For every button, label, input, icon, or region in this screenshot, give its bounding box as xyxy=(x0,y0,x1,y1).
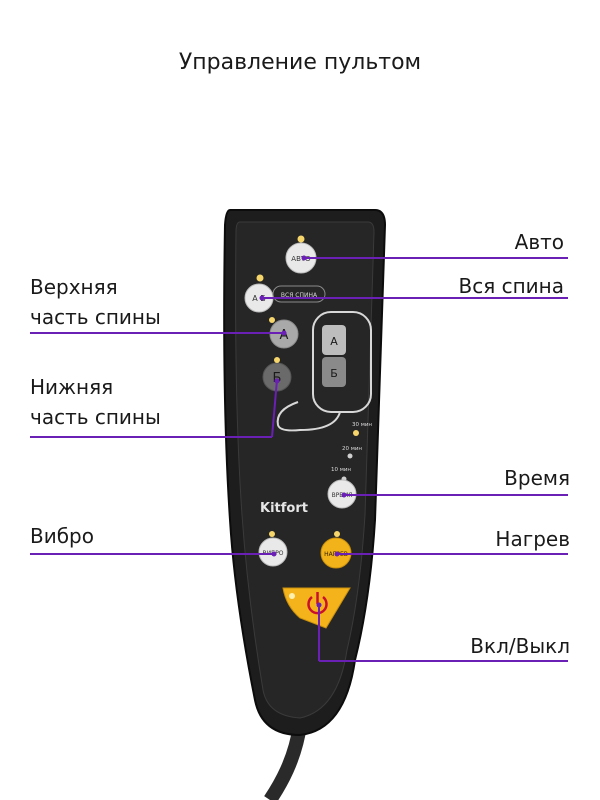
upper-back-button-text: А xyxy=(280,328,289,343)
callout-lower-back-line-2 xyxy=(271,379,278,438)
label-time: Время xyxy=(504,466,570,490)
time-20-label: 20 мин xyxy=(342,446,362,452)
callout-lines xyxy=(30,257,568,662)
heat-indicator xyxy=(334,531,340,537)
zone-a-block xyxy=(322,325,346,355)
zone-a-text: А xyxy=(330,335,338,348)
seat-outline xyxy=(276,401,341,432)
whole-back-tag xyxy=(272,285,326,303)
label-upper-back-line2: часть спины xyxy=(30,305,161,329)
label-whole-back: Вся спина xyxy=(458,274,564,298)
power-icon xyxy=(307,592,328,615)
power-button[interactable] xyxy=(282,587,351,629)
auto-button-text: АВТО xyxy=(291,255,311,263)
time-30-indicator xyxy=(353,430,359,436)
cable xyxy=(264,723,307,800)
label-auto: Авто xyxy=(514,230,564,254)
time-30-label: 30 мин xyxy=(352,422,372,428)
page-title: Управление пультом xyxy=(178,50,422,75)
whole-back-tag-text: ВСЯ СПИНА xyxy=(281,292,318,299)
zone-b-block xyxy=(322,357,346,387)
upper-back-indicator xyxy=(269,317,275,323)
time-20-indicator xyxy=(347,453,353,459)
brand-logo: Kitfort xyxy=(260,501,308,516)
callout-dots xyxy=(259,255,347,608)
label-upper-back-line1: Верхняя xyxy=(30,275,118,299)
auto-indicator xyxy=(297,235,305,243)
time-10-label: 10 мин xyxy=(331,467,351,473)
zone-b-text: Б xyxy=(330,367,338,380)
whole-back-indicator xyxy=(256,274,264,282)
label-heat: Нагрев xyxy=(495,527,570,551)
whole-back-button-text: А Б xyxy=(252,294,266,303)
zone-diagram-outline xyxy=(312,311,372,413)
lower-back-indicator xyxy=(274,357,280,363)
label-lower-back-line2: часть спины xyxy=(30,405,161,429)
power-indicator xyxy=(289,593,295,599)
label-vibro: Вибро xyxy=(30,524,94,548)
label-lower-back-line1: Нижняя xyxy=(30,375,114,399)
label-power: Вкл/Выкл xyxy=(470,634,570,658)
vibro-indicator xyxy=(269,531,275,537)
